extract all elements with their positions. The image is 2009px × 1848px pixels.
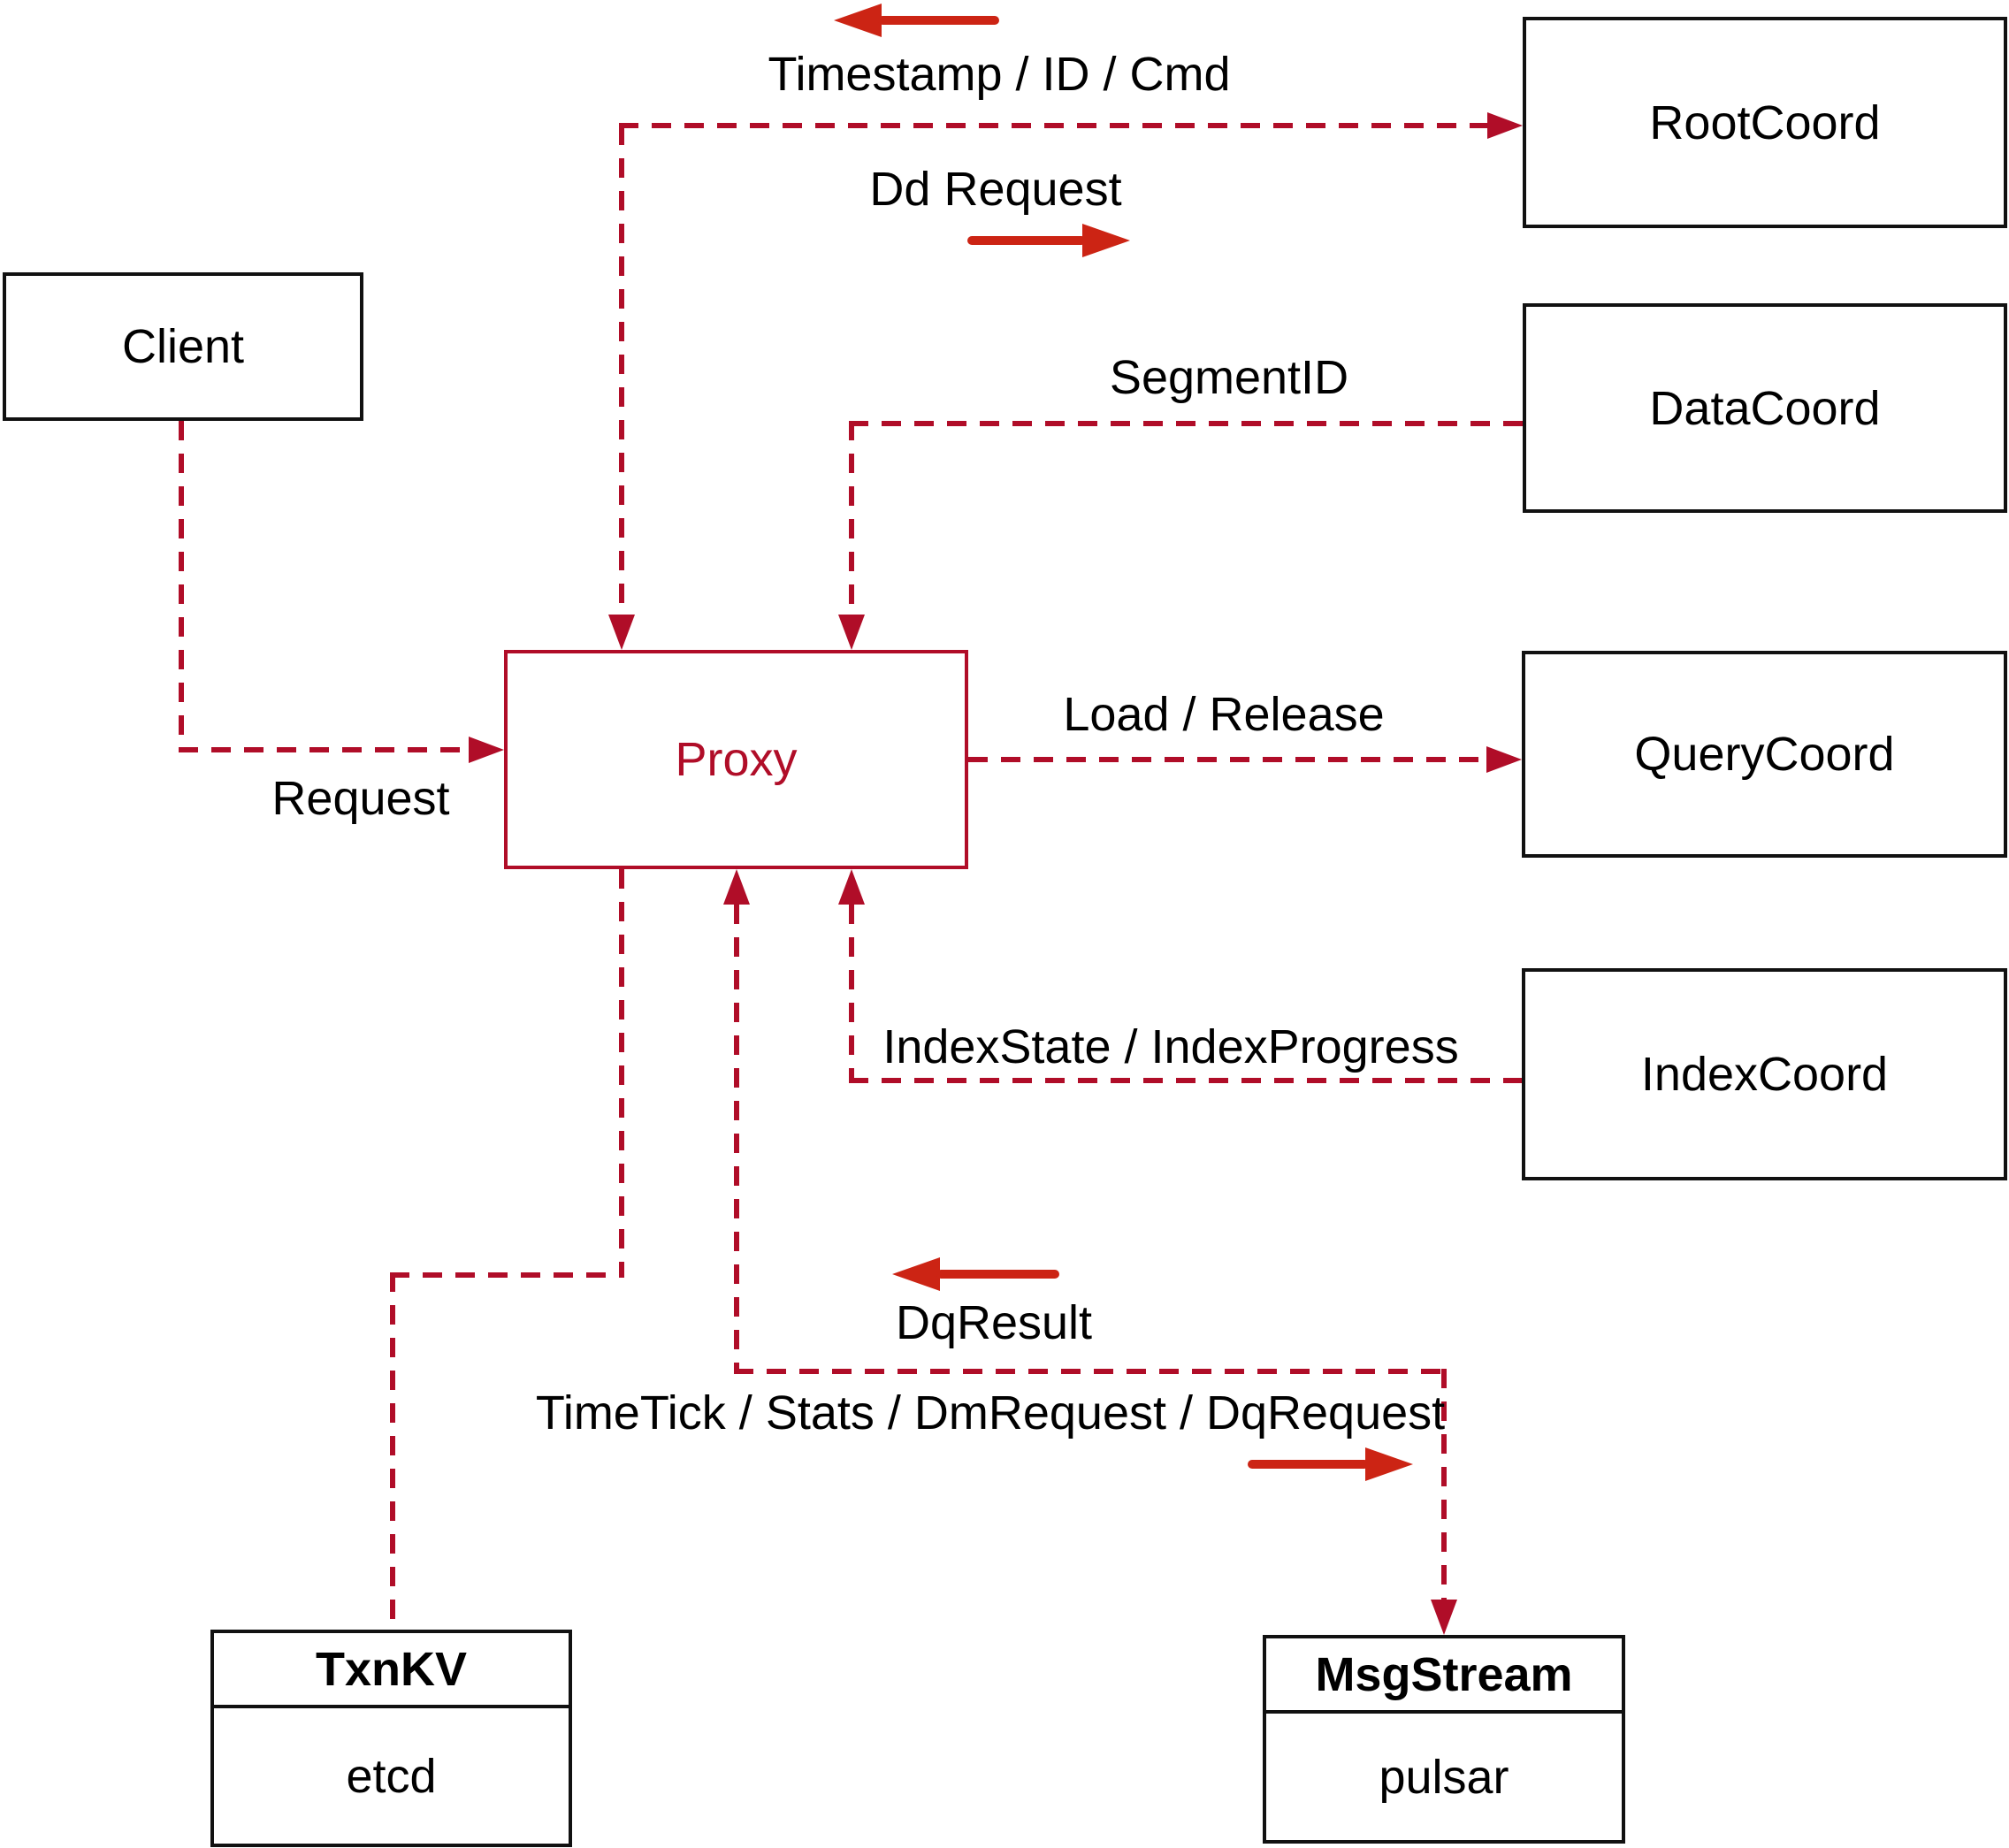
arrow-shaft [878,16,999,25]
edge-label-segment-id: SegmentID [1109,351,1349,404]
node-datacoord: DataCoord [1523,303,2007,513]
edge-client-proxy-vertical [179,421,184,750]
node-rootcoord: RootCoord [1523,17,2007,228]
node-txnkv: TxnKV etcd [210,1630,572,1847]
edge-client-proxy-horizontal [179,747,469,752]
edge-label-index-state-progress: IndexState / IndexProgress [882,1020,1459,1073]
node-querycoord: QueryCoord [1522,651,2007,858]
edge-label-timestamp-id-cmd: Timestamp / ID / Cmd [768,48,1231,101]
node-txnkv-impl: etcd [346,1749,437,1803]
arrow-head [1365,1447,1413,1481]
node-indexcoord-label: IndexCoord [1640,1048,1889,1101]
edge-label-request: Request [271,772,450,825]
edge-proxy-txnkv-vertical-2 [390,1272,395,1630]
node-client-label: Client [121,320,245,373]
arrowhead-into-proxy-top-left [608,615,635,650]
edge-label-timetick-stats: TimeTick / Stats / DmRequest / DqRequest [535,1386,1446,1439]
node-msgstream-header: MsgStream [1266,1638,1622,1714]
node-proxy: Proxy [504,650,968,869]
edge-datacoord-proxy-horizontal [849,421,1523,426]
edge-label-dd-request: Dd Request [869,163,1122,216]
arrowhead-into-proxy-bottom-left [723,869,750,905]
arrow-shaft [936,1270,1059,1279]
edge-datacoord-proxy-vertical [849,421,854,615]
arrow-head [892,1257,940,1291]
edge-proxy-querycoord-horizontal [968,757,1486,762]
arrow-head [834,4,882,37]
edge-proxy-txnkv-vertical-1 [619,869,624,1275]
node-msgstream: MsgStream pulsar [1263,1635,1625,1844]
node-datacoord-label: DataCoord [1649,381,1881,435]
direction-arrow-right-icon [1248,1447,1413,1481]
arrowhead-into-querycoord [1486,746,1522,773]
arrow-head [1082,224,1130,257]
edge-label-dq-result: DqResult [895,1296,1093,1349]
edge-label-load-release: Load / Release [1063,688,1385,741]
node-client: Client [3,272,363,421]
arrowhead-into-msgstream [1431,1600,1457,1635]
arrowhead-into-proxy-top-right [838,615,865,650]
direction-arrow-right-icon [967,224,1130,257]
edge-msgstream-proxy-vertical [734,905,739,1371]
arrowhead-into-rootcoord [1487,112,1523,139]
node-msgstream-body: pulsar [1266,1714,1622,1840]
node-querycoord-label: QueryCoord [1634,728,1895,781]
node-txnkv-header: TxnKV [214,1633,569,1708]
direction-arrow-left-icon [892,1257,1059,1291]
arrowhead-into-proxy-left [469,737,504,763]
edge-proxy-msgstream-vertical-2 [1441,1369,1447,1600]
edge-proxy-txnkv-horizontal [390,1272,624,1278]
node-txnkv-title: TxnKV [315,1642,468,1696]
node-txnkv-body: etcd [214,1708,569,1844]
node-rootcoord-label: RootCoord [1649,95,1881,149]
edge-proxy-msgstream-horizontal [734,1369,1447,1374]
edge-proxy-rootcoord-horizontal [619,123,1487,128]
arrow-shaft [967,236,1086,245]
edge-indexcoord-proxy-vertical [849,905,854,1081]
direction-arrow-left-icon [834,4,999,37]
node-msgstream-impl: pulsar [1379,1750,1509,1804]
arrowhead-into-proxy-bottom-right [838,869,865,905]
edge-indexcoord-proxy-horizontal [849,1078,1522,1083]
edge-rootcoord-proxy-vertical [619,126,624,615]
node-msgstream-title: MsgStream [1315,1647,1573,1701]
node-indexcoord: IndexCoord [1522,968,2007,1180]
arrow-shaft [1248,1460,1369,1469]
node-proxy-label: Proxy [675,733,798,786]
